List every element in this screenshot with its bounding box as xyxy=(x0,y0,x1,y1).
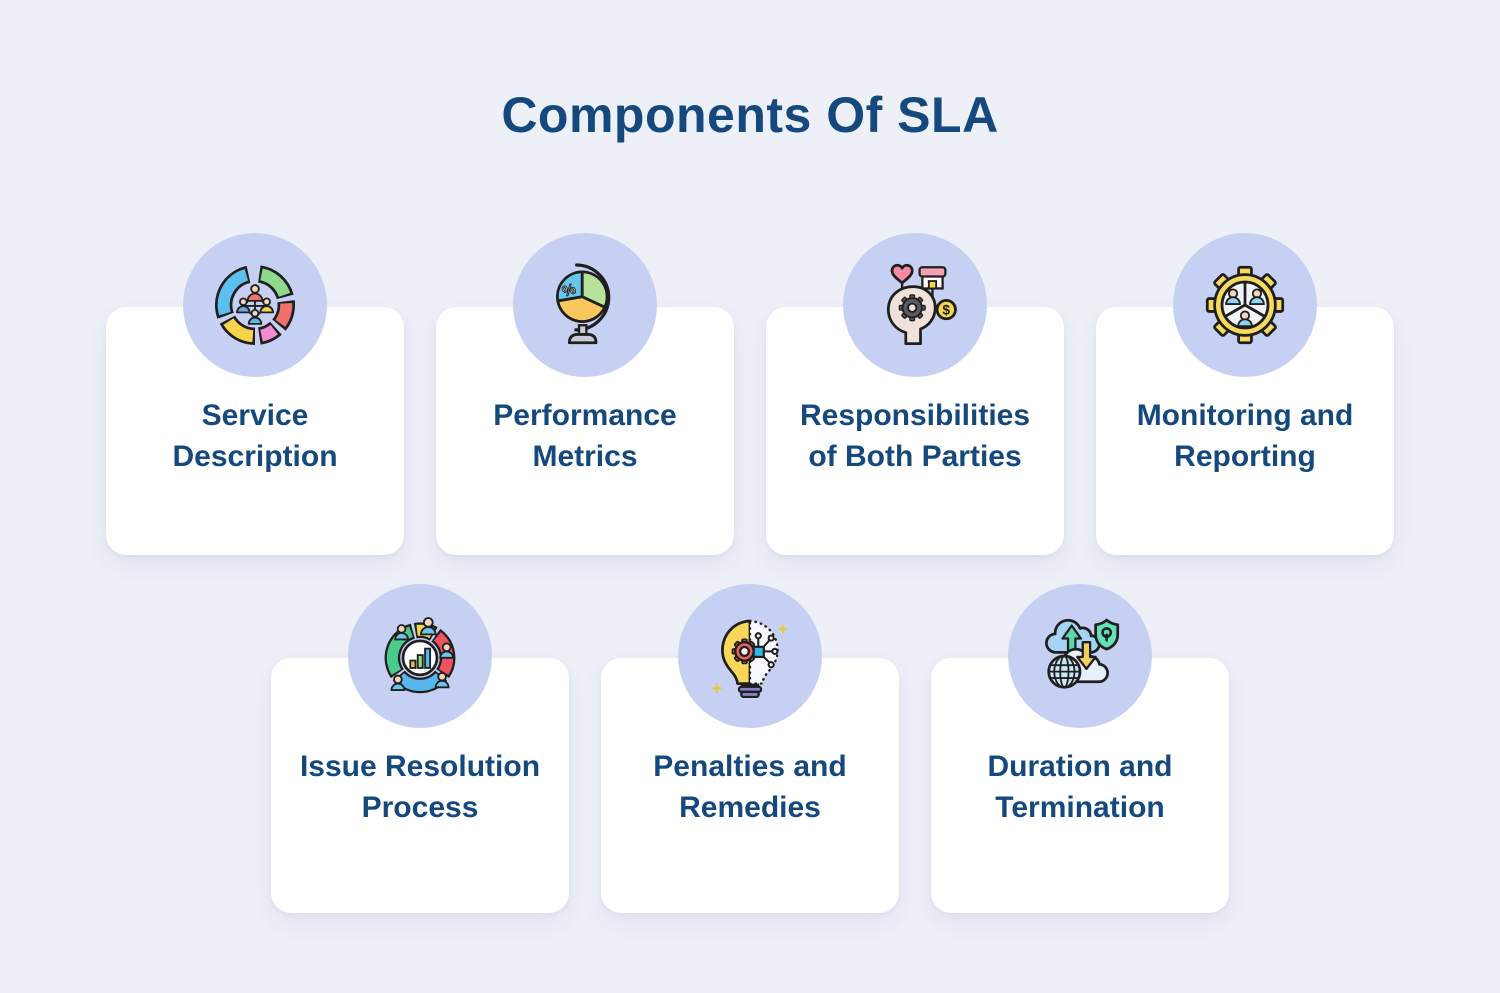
card-label: Service Description xyxy=(172,399,338,473)
svg-text:%: % xyxy=(561,281,578,300)
card-label: Monitoring and Reporting xyxy=(1136,399,1354,473)
page-title: Components Of SLA xyxy=(501,87,999,143)
icon-badge xyxy=(1008,584,1152,728)
globe-pie-chart-icon: % xyxy=(556,263,611,345)
gear-team-icon xyxy=(1205,265,1285,345)
svg-text:$: $ xyxy=(942,303,950,318)
card-issue-resolution: Issue Resolution Process xyxy=(271,584,569,913)
icon-badge xyxy=(678,584,822,728)
card-responsibilities: $ xyxy=(766,233,1064,555)
icon-badge xyxy=(348,584,492,728)
cards-row-2: Issue Resolution Process xyxy=(0,584,1500,913)
icon-badge: % xyxy=(513,233,657,377)
icon-badge xyxy=(183,233,327,377)
card-service-description: Service Description xyxy=(106,233,404,555)
card-label: Responsibilities of Both Parties xyxy=(799,399,1031,473)
idea-bulb-circuit-gear-icon xyxy=(712,619,788,699)
card-label: Penalties and Remedies xyxy=(653,750,847,824)
icon-badge: $ xyxy=(843,233,987,377)
card-performance-metrics: % Performance Metrics xyxy=(436,233,734,555)
card-label: Performance Metrics xyxy=(493,399,677,473)
team-analytics-donut-icon xyxy=(384,617,456,694)
card-label: Issue Resolution Process xyxy=(299,750,541,824)
card-penalties-remedies: Penalties and Remedies xyxy=(601,584,899,913)
card-duration-termination: Duration and Termination xyxy=(931,584,1229,913)
card-monitoring-reporting: Monitoring and Reporting xyxy=(1096,233,1394,555)
cards-row-1: Service Description % xyxy=(0,233,1500,555)
mind-heart-store-dollar-icon: $ xyxy=(886,263,957,346)
cloud-transfer-shield-globe-icon xyxy=(1045,618,1120,689)
card-label: Duration and Termination xyxy=(987,750,1173,824)
donut-chart-team-icon xyxy=(215,265,296,346)
icon-badge xyxy=(1173,233,1317,377)
